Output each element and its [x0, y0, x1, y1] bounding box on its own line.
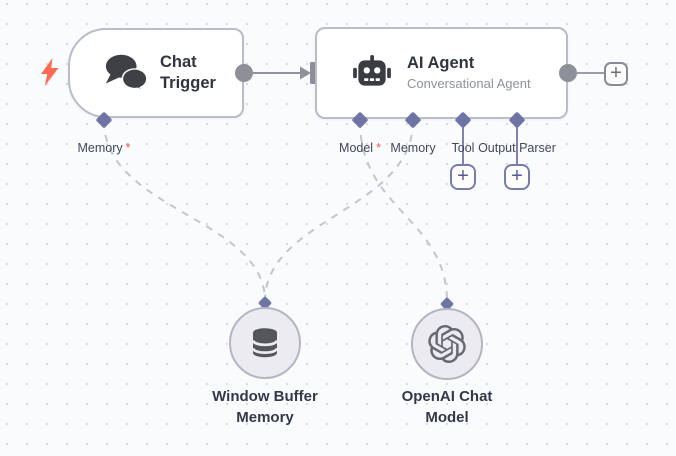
- robot-icon: [351, 52, 393, 94]
- window-buffer-memory-label: Window Buffer Memory: [212, 388, 318, 426]
- chat-trigger-memory-label: Memory*: [54, 141, 154, 156]
- chat-trigger-title: Chat Trigger: [160, 53, 216, 92]
- ai-agent-tool-label: Tool: [413, 141, 513, 156]
- node-window-buffer-memory[interactable]: [229, 307, 301, 379]
- chat-icon: [103, 51, 149, 95]
- ai-agent-memory-label: Memory: [363, 141, 463, 156]
- openai-chat-model-label: OpenAI Chat Model: [401, 388, 493, 426]
- add-node-button[interactable]: +: [604, 62, 628, 86]
- ai-agent-title: AI Agent: [407, 54, 475, 73]
- add-output-parser-button[interactable]: +: [504, 164, 530, 190]
- openai-icon: [428, 325, 466, 363]
- required-mark: *: [125, 141, 131, 155]
- ai-agent-output-parser-label: Output Parser: [457, 141, 577, 156]
- port-label-text: Tool: [451, 141, 475, 155]
- connection-arrowhead-icon: [300, 66, 311, 80]
- plus-icon: +: [511, 165, 523, 187]
- database-icon: [247, 325, 283, 361]
- chat-trigger-output-port[interactable]: [235, 64, 253, 82]
- node-openai-chat-model[interactable]: [411, 308, 483, 380]
- add-tool-button[interactable]: +: [450, 164, 476, 190]
- port-label-text: Model: [339, 141, 374, 155]
- node-ai-agent[interactable]: AI Agent Conversational Agent: [315, 27, 568, 119]
- node-chat-trigger[interactable]: Chat Trigger: [68, 28, 244, 118]
- connection-agent-memory-to-windowbuffer[interactable]: [264, 120, 414, 302]
- ai-agent-output-port[interactable]: [559, 64, 577, 82]
- port-label-text: Output Parser: [478, 141, 556, 155]
- ai-agent-model-label: Model*: [310, 141, 410, 156]
- plus-icon: +: [457, 165, 469, 187]
- port-label-text: Memory: [390, 141, 436, 155]
- connection-agent-model-to-openai[interactable]: [359, 120, 448, 303]
- port-label-text: Memory: [77, 141, 123, 155]
- connection-chattrigger-memory-to-windowbuffer[interactable]: [103, 120, 266, 302]
- required-mark: *: [376, 141, 381, 155]
- ai-agent-subtitle: Conversational Agent: [407, 75, 531, 91]
- lightning-icon: [40, 58, 60, 86]
- plus-icon: +: [610, 62, 622, 84]
